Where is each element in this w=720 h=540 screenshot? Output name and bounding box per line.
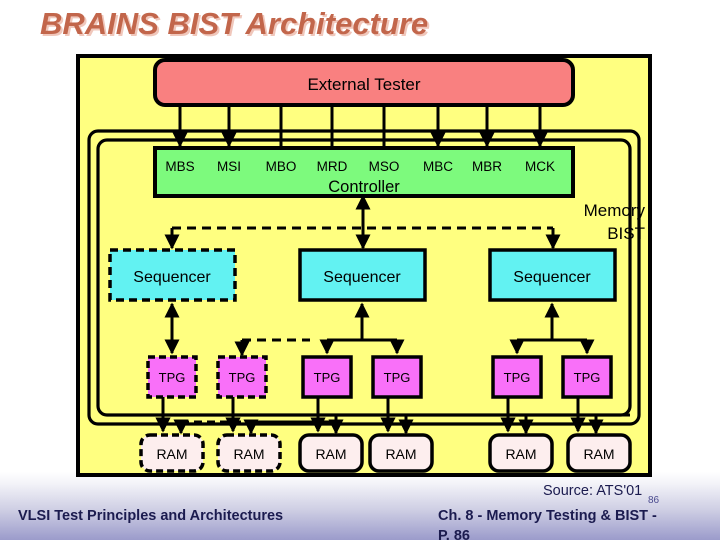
- sequencer-block-1[interactable]: [108, 248, 237, 302]
- tpg-block-5[interactable]: [491, 355, 543, 399]
- sequencer-row: Sequencer Sequencer Sequencer: [108, 248, 617, 302]
- signal-label-mck: MCK: [525, 159, 555, 174]
- tpg-block-3[interactable]: [301, 355, 353, 399]
- controller-signal-labels: MBS MSI MBO MRD MSO MBC MBR MCK: [165, 159, 555, 174]
- controller-sequencer-backbone: [164, 194, 561, 250]
- controller-label: Controller: [328, 178, 400, 196]
- signal-label-msi: MSI: [217, 159, 241, 174]
- ram-label-6: RAM: [583, 446, 614, 462]
- signal-label-mbc: MBC: [423, 159, 453, 174]
- page-title: BRAINS BIST Architecture: [40, 6, 429, 41]
- sequencer-tpg-wiring: [164, 302, 595, 357]
- tpg-block-6[interactable]: [561, 355, 613, 399]
- tpg-label-1: TPG: [159, 370, 186, 385]
- tpg-row: TPG TPG TPG TPG TPG TPG: [146, 355, 613, 399]
- memory-bist-label-line1: Memory: [584, 201, 646, 220]
- signal-label-mrd: MRD: [317, 159, 348, 174]
- sequencer-block-2[interactable]: [298, 248, 427, 302]
- ram-label-4: RAM: [385, 446, 416, 462]
- signal-label-mbo: MBO: [266, 159, 297, 174]
- ram-label-3: RAM: [315, 446, 346, 462]
- signal-label-mbs: MBS: [165, 159, 194, 174]
- ram-label-2: RAM: [233, 446, 264, 462]
- sequencer-label-1: Sequencer: [133, 269, 211, 286]
- ram-label-1: RAM: [156, 446, 187, 462]
- sequencer-label-2: Sequencer: [323, 269, 401, 286]
- footer-chapter-line1: Ch. 8 - Memory Testing & BIST -: [438, 508, 657, 524]
- ram-block-1[interactable]: [139, 433, 205, 473]
- tpg-label-4: TPG: [384, 370, 411, 385]
- signal-label-mso: MSO: [369, 159, 400, 174]
- ram-row: RAM RAM RAM RAM RAM RAM: [139, 433, 632, 473]
- bist-bus-ring-outer: [87, 129, 641, 426]
- tpg-block-1[interactable]: [146, 355, 198, 399]
- tpg-label-6: TPG: [574, 370, 601, 385]
- ram-block-5[interactable]: [488, 433, 554, 473]
- tpg-label-3: TPG: [314, 370, 341, 385]
- footer-gradient-band: [0, 472, 720, 540]
- ram-block-2[interactable]: [216, 433, 282, 473]
- sequencer-label-3: Sequencer: [513, 269, 591, 286]
- tpg-ram-wiring: [155, 397, 630, 435]
- memory-bist-label-line2: BIST: [607, 224, 645, 243]
- source-note: Source: ATS'01: [543, 483, 643, 499]
- external-tester-block[interactable]: [153, 58, 575, 107]
- sequencer-block-3[interactable]: [488, 248, 617, 302]
- tpg-label-5: TPG: [504, 370, 531, 385]
- footer-book-title: VLSI Test Principles and Architectures: [18, 508, 284, 524]
- ram-label-5: RAM: [505, 446, 536, 462]
- page-number: 86: [648, 495, 660, 506]
- ram-block-6[interactable]: [566, 433, 632, 473]
- tester-to-controller-bus: [172, 105, 548, 148]
- tpg-label-2: TPG: [229, 370, 256, 385]
- external-tester-label: External Tester: [307, 75, 420, 94]
- ram-block-3[interactable]: [298, 433, 364, 473]
- tpg-block-4[interactable]: [371, 355, 423, 399]
- controller-block[interactable]: [153, 146, 575, 198]
- tpg-block-2[interactable]: [216, 355, 268, 399]
- footer-chapter-line2: P. 86: [438, 528, 470, 540]
- signal-label-mbr: MBR: [472, 159, 502, 174]
- ram-block-4[interactable]: [368, 433, 434, 473]
